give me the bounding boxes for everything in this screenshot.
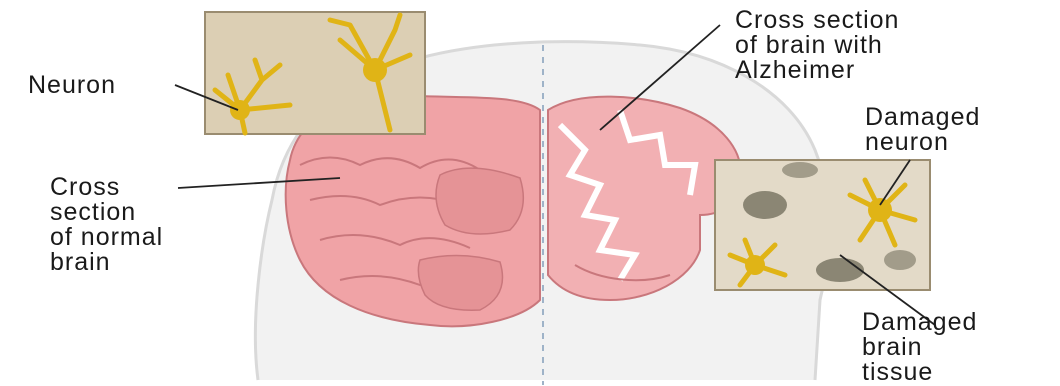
- plaque-icon: [743, 191, 787, 219]
- label-normal-brain: Cross section of normal brain: [50, 175, 163, 275]
- label-alzheimer-brain: Cross section of brain with Alzheimer: [735, 8, 899, 83]
- label-damaged-tissue: Damaged brain tissue: [862, 310, 977, 385]
- label-neuron: Neuron: [28, 73, 116, 98]
- label-damaged-neuron: Damaged neuron: [865, 105, 980, 155]
- neuron-inset: [205, 12, 425, 134]
